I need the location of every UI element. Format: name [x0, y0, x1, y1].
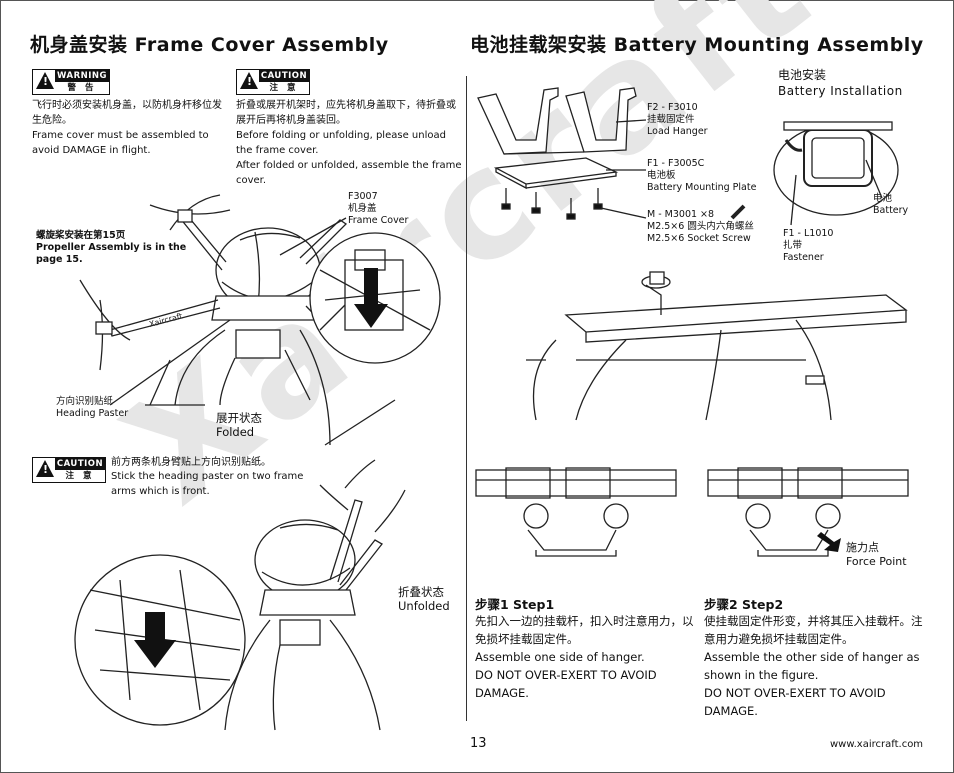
socket-screw-label: M - M3001 ×8 M2.5×6 圆头内六角螺丝 M2.5×6 Socke… — [647, 209, 754, 244]
caution-badge-1: CAUTION 注 意 — [236, 69, 310, 95]
page-number: 13 — [470, 736, 487, 751]
drone-unfolded-illustration — [74, 459, 406, 731]
website-url: www.xaircraft.com — [830, 739, 924, 750]
frame-cover-label: F3007 机身盖 Frame Cover — [348, 191, 409, 226]
caution1-text-en1: Before folding or unfolding, please unlo… — [236, 130, 446, 156]
unfolded-state-label: 折叠状态 Unfolded — [398, 585, 450, 613]
warning-triangle-icon — [36, 72, 54, 89]
battery-mounting-title: 电池挂载架安装 Battery Mounting Assembly — [470, 34, 924, 56]
step2-text-cn: 使挂载固定件形变，并将其压入挂载杆。注意用力避免损坏挂载固定件。 — [704, 614, 923, 646]
step2-text-en1: Assemble the other side of hanger as sho… — [704, 650, 920, 682]
down-arrow-icon-2 — [134, 612, 176, 668]
folded-state-label: 展开状态 Folded — [216, 411, 262, 439]
load-hanger-label: F2 - F3010 挂载固定件 Load Hanger — [647, 102, 708, 137]
frame-cover-title: 机身盖安装 Frame Cover Assembly — [30, 34, 389, 56]
caution1-text-en2: After folded or unfolded, assemble the f… — [236, 160, 462, 186]
step1-text-cn: 先扣入一边的挂载杆，扣入时注意用力，以免损坏挂载固定件。 — [475, 614, 694, 646]
step2-title: 步骤2 Step2 — [704, 597, 784, 612]
battery-mount-illustration — [477, 87, 908, 421]
caution2-text-en: Stick the heading paster on two frame ar… — [111, 471, 304, 497]
mounting-plate-label: F1 - F3005C 电池板 Battery Mounting Plate — [647, 158, 757, 193]
step2-text-en2: DO NOT OVER-EXERT TO AVOID DAMAGE. — [704, 686, 886, 718]
section-divider — [466, 76, 467, 721]
battery-label: 电池 Battery — [873, 193, 909, 216]
down-arrow-icon — [354, 268, 388, 328]
caution2-text-cn: 前方两条机身臂贴上方向识别贴纸。 — [111, 457, 271, 468]
drone-folded-illustration: Xaircraft — [79, 194, 441, 446]
battery-installation-label: 电池安装 Battery Installation — [778, 68, 903, 98]
caution-triangle-icon-2 — [36, 460, 54, 477]
caution1-text-cn: 折叠或展开机架时，应先将机身盖取下，待折叠或展开后再将机身盖装回。 — [236, 100, 456, 126]
force-point-arrow-icon — [817, 532, 841, 552]
step-illustrations — [475, 467, 909, 557]
warning-text-cn: 飞行时必须安装机身盖，以防机身杆移位发生危险。 — [32, 100, 222, 126]
heading-paster-label: 方向识别贴纸 Heading Paster — [56, 396, 129, 419]
step1-text-en2: DO NOT OVER-EXERT TO AVOID DAMAGE. — [475, 668, 657, 700]
warning-badge: WARNING 警 告 — [32, 69, 110, 95]
caution-triangle-icon — [240, 72, 258, 89]
caution-badge-2: CAUTION 注 意 — [32, 457, 106, 483]
fastener-label: F1 - L1010 扎带 Fastener — [783, 228, 834, 263]
force-point-label: 施力点 Force Point — [846, 541, 907, 568]
step1-text-en1: Assemble one side of hanger. — [475, 650, 645, 664]
propeller-note: 螺旋桨安装在第15页 Propeller Assembly is in the … — [36, 230, 187, 265]
warning-text-en: Frame cover must be assembled to avoid D… — [32, 130, 209, 156]
step1-title: 步骤1 Step1 — [475, 597, 555, 612]
